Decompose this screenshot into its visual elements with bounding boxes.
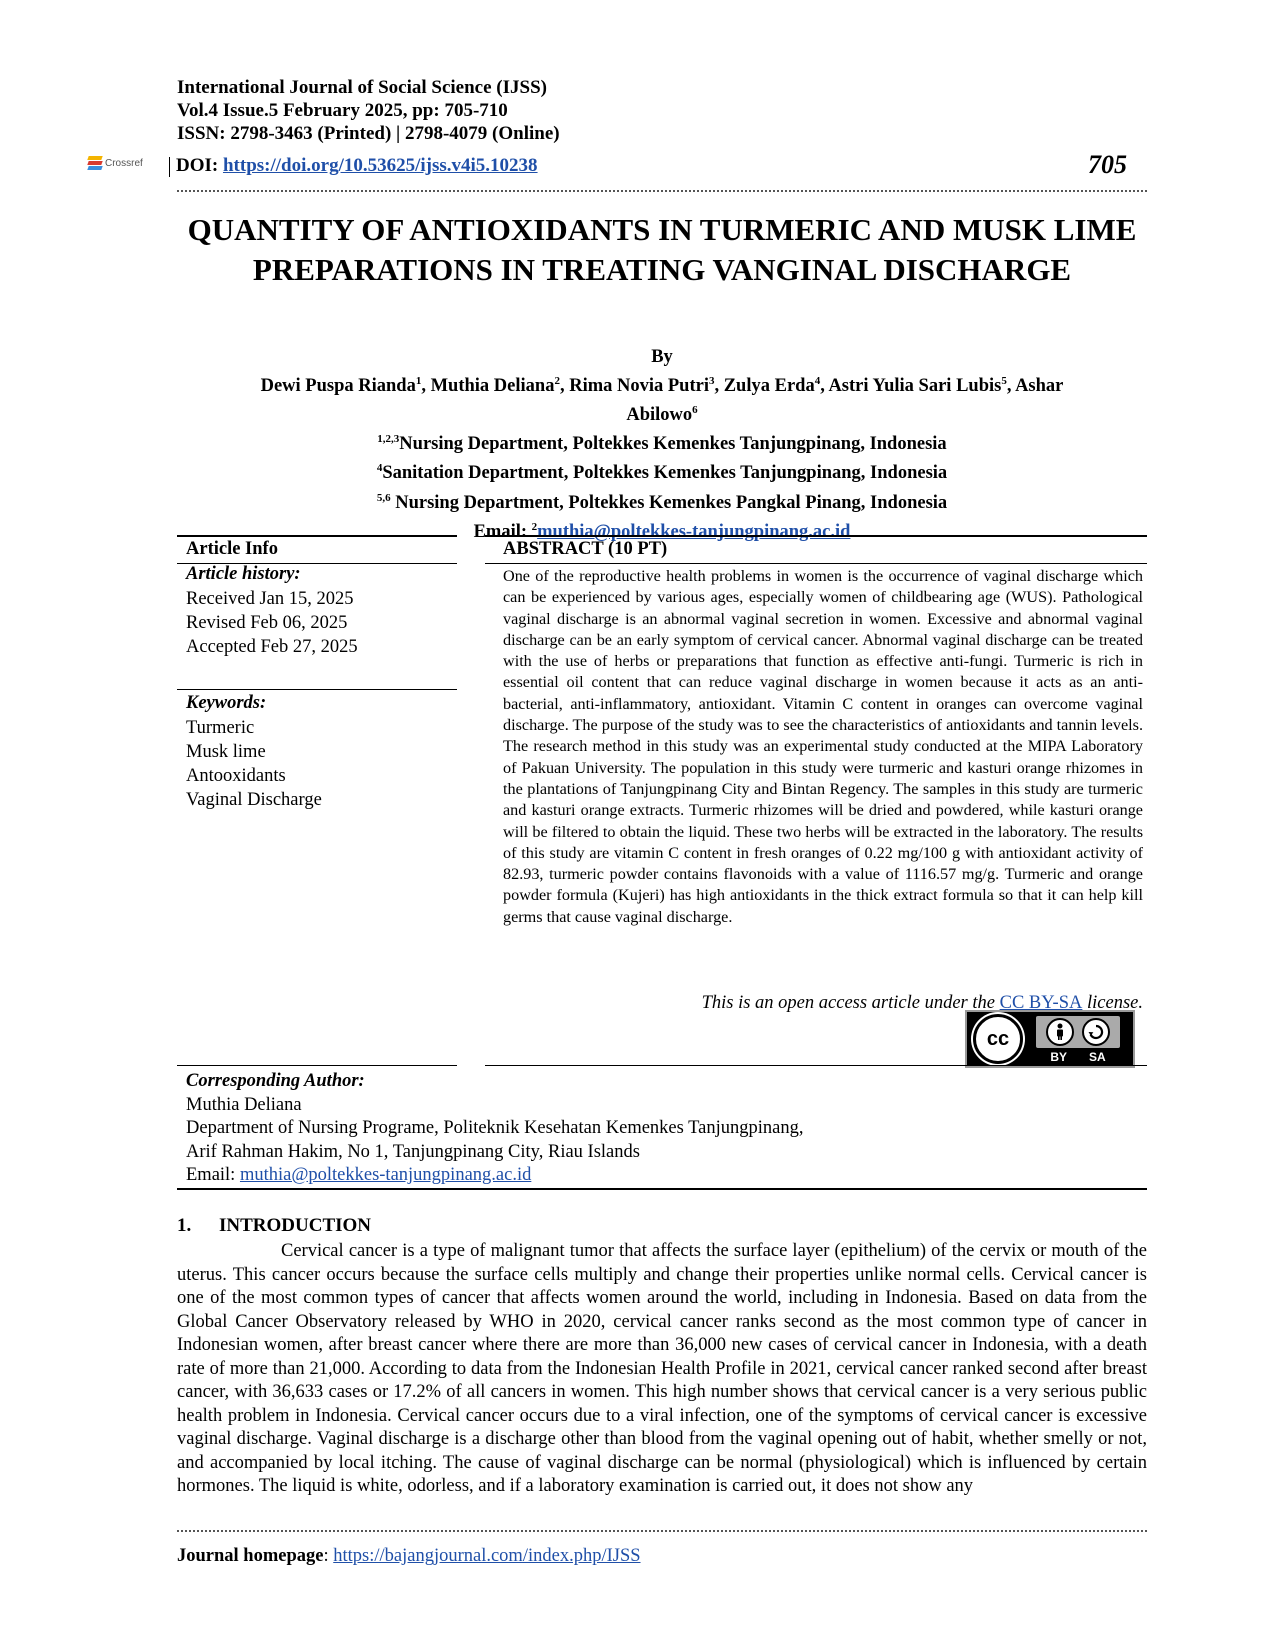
keyword-item: Antooxidants	[186, 766, 286, 786]
affiliation: 1,2,3Nursing Department, Poltekkes Kemen…	[177, 427, 1147, 456]
homepage-colon: :	[323, 1546, 334, 1566]
header-dotted-divider	[177, 190, 1147, 194]
doi-link[interactable]: https://doi.org/10.53625/ijss.v4i5.10238	[222, 155, 538, 176]
abstract-heading-rule	[485, 563, 1147, 564]
cc-badge-icons	[1036, 1016, 1120, 1048]
article-info-bottom-rule	[177, 1065, 457, 1066]
share-alike-icon	[1082, 1018, 1110, 1046]
section-title: INTRODUCTION	[219, 1215, 372, 1236]
affiliation-text: Nursing Department, Poltekkes Kemenkes T…	[399, 434, 947, 455]
article-history: Article history: Received Jan 15, 2025 R…	[186, 564, 358, 659]
history-accepted: Accepted Feb 27, 2025	[186, 637, 358, 657]
keyword-item: Musk lime	[186, 742, 266, 762]
license-post: license.	[1082, 993, 1143, 1013]
license-line: This is an open access article under the…	[503, 993, 1143, 1014]
sa-label: SA	[1089, 1050, 1106, 1064]
crossref-label: Crossref	[105, 157, 143, 169]
author-name: Dewi Puspa Rianda	[260, 376, 416, 397]
email-label: Email:	[186, 1165, 240, 1185]
paper-title: QUANTITY OF ANTIOXIDANTS IN TURMERIC AND…	[187, 212, 1137, 287]
cc-badge-labels: BY SA	[1050, 1050, 1105, 1064]
cc-by-sa-badge[interactable]: cc BY SA	[965, 1010, 1135, 1068]
corresponding-bottom-rule	[177, 1188, 1147, 1190]
attribution-person-icon	[1046, 1018, 1074, 1046]
article-info-heading-rule	[177, 563, 457, 564]
history-revised: Revised Feb 06, 2025	[186, 613, 348, 633]
corresponding-heading: Corresponding Author:	[186, 1071, 365, 1091]
corresponding-author-block: Corresponding Author: Muthia Deliana Dep…	[186, 1070, 803, 1188]
author-list: Dewi Puspa Rianda1, Muthia Deliana2, Rim…	[260, 375, 1064, 426]
homepage-label: Journal homepage	[177, 1546, 324, 1566]
affiliation-sup: 1,2,3	[377, 433, 400, 446]
author-name: Zulya Erda	[723, 376, 815, 397]
author-sup: 2	[554, 375, 560, 387]
cc-icon: cc	[973, 1014, 1023, 1064]
affiliation: 4Sanitation Department, Poltekkes Kemenk…	[177, 456, 1147, 485]
affiliation-text: Nursing Department, Poltekkes Kemenkes P…	[390, 492, 948, 513]
corresponding-email-link[interactable]: muthia@poltekkes-tanjungpinang.ac.id	[239, 1165, 532, 1185]
abstract-top-rule	[485, 535, 1147, 537]
author-name: Muthia Deliana	[430, 376, 555, 397]
author-block: By Dewi Puspa Rianda1, Muthia Deliana2, …	[177, 345, 1147, 544]
author-sup: 4	[814, 375, 821, 387]
abstract-heading: ABSTRACT (10 PT)	[503, 539, 668, 559]
article-info-top-rule	[177, 535, 457, 537]
corresponding-address: Arif Rahman Hakim, No 1, Tanjungpinang C…	[186, 1141, 640, 1162]
doi-separator	[169, 156, 170, 177]
section-number: 1.	[177, 1215, 192, 1236]
author-name: Rima Novia Putri	[569, 376, 709, 397]
crossref-logo[interactable]: Crossref	[87, 152, 176, 174]
keyword-item: Vaginal Discharge	[186, 790, 322, 810]
footer-dotted-divider	[177, 1530, 1147, 1534]
corresponding-dept: Department of Nursing Programe, Politekn…	[186, 1118, 804, 1138]
author-sup: 3	[708, 375, 715, 387]
history-received: Received Jan 15, 2025	[186, 589, 354, 609]
doi-line: DOI: https://doi.org/10.53625/ijss.v4i5.…	[169, 154, 538, 177]
journal-footer: Journal homepage: https://bajangjournal.…	[177, 1546, 641, 1567]
affiliation-sup: 4	[376, 462, 383, 475]
history-list: Received Jan 15, 2025 Revised Feb 06, 20…	[186, 587, 358, 659]
section-heading-introduction: 1. INTRODUCTION	[177, 1215, 371, 1237]
license-link[interactable]: CC BY-SA	[999, 993, 1083, 1013]
keywords-top-rule	[177, 689, 457, 690]
introduction-paragraph: Cervical cancer is a type of malignant t…	[177, 1241, 1147, 1496]
by-label: BY	[1050, 1050, 1067, 1064]
keyword-item: Turmeric	[186, 718, 255, 738]
keywords-heading: Keywords:	[186, 693, 267, 713]
journal-name: International Journal of Social Science …	[177, 77, 547, 98]
doi-label: DOI:	[176, 155, 223, 176]
journal-header: International Journal of Social Science …	[177, 76, 560, 145]
homepage-link[interactable]: https://bajangjournal.com/index.php/IJSS	[333, 1546, 641, 1566]
keywords-block: Keywords: Turmeric Musk lime Antooxidant…	[186, 693, 322, 812]
author-sup: 1	[415, 375, 422, 387]
abstract-bottom-rule	[485, 1065, 1147, 1066]
cc-badge-right: BY SA	[1023, 1012, 1133, 1066]
affiliation: 5,6 Nursing Department, Poltekkes Kemenk…	[177, 486, 1147, 515]
author-sup: 5	[1001, 375, 1007, 387]
corresponding-email-line: Email: muthia@poltekkes-tanjungpinang.ac…	[186, 1164, 803, 1188]
affiliation-text: Sanitation Department, Poltekkes Kemenke…	[382, 463, 948, 484]
journal-volume: Vol.4 Issue.5 February 2025, pp: 705-710	[177, 100, 508, 121]
introduction-text: Cervical cancer is a type of malignant t…	[177, 1240, 1147, 1499]
author-name: Ashar Abilowo	[626, 376, 1064, 426]
author-name: Astri Yulia Sari Lubis	[828, 376, 1002, 397]
license-pre: This is an open access article under the	[701, 993, 1000, 1013]
article-info-heading: Article Info	[186, 539, 278, 559]
page-number: 705	[1088, 150, 1127, 179]
by-label: By	[651, 347, 673, 367]
corresponding-name: Muthia Deliana	[186, 1094, 302, 1115]
crossref-icon	[87, 156, 103, 170]
keywords-list: Turmeric Musk lime Antooxidants Vaginal …	[186, 716, 322, 812]
email-sup: 2	[531, 520, 538, 533]
journal-issn: ISSN: 2798-3463 (Printed) | 2798-4079 (O…	[177, 123, 560, 144]
history-heading: Article history:	[186, 564, 301, 584]
abstract-text: One of the reproductive health problems …	[503, 567, 1143, 926]
author-sup: 6	[692, 404, 698, 417]
affiliation-sup: 5,6	[376, 491, 391, 504]
